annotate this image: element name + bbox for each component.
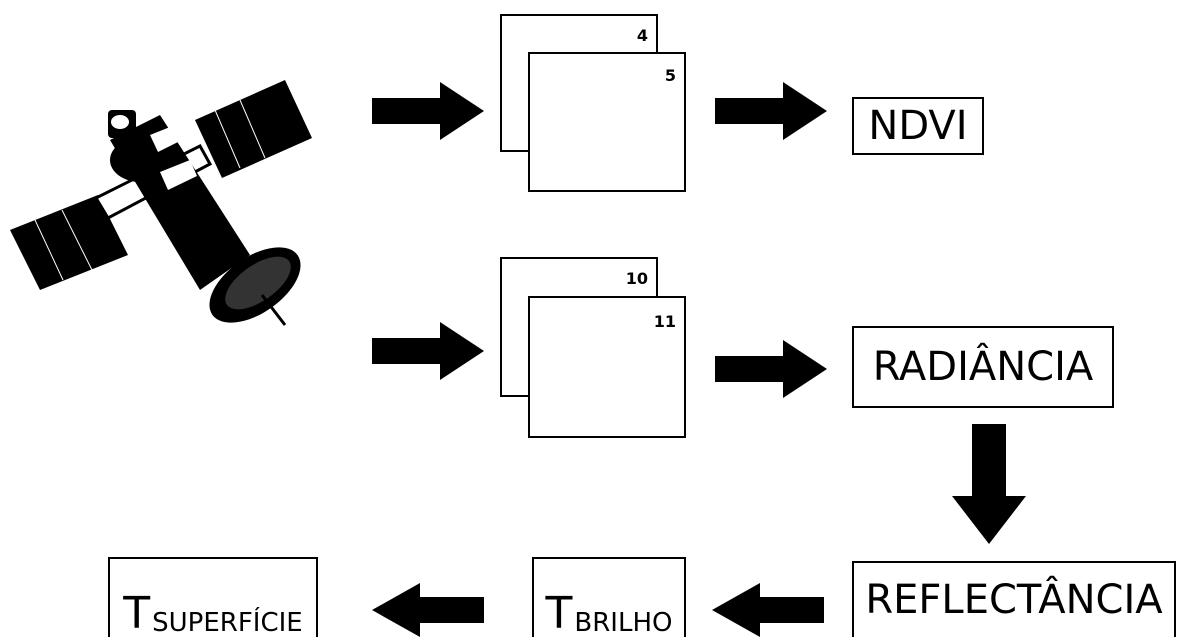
radiancia-label: RADIÂNCIA (872, 344, 1094, 390)
band-label: 10 (625, 269, 648, 288)
arrow-left-icon (372, 583, 484, 637)
t-superficie-label: T SUPERFÍCIE (123, 558, 302, 638)
t-brilho-symbol: T (545, 588, 573, 639)
band-card-front: 5 (528, 52, 686, 192)
band-card-front: 11 (528, 296, 686, 438)
arrow-right-icon (372, 82, 484, 140)
t-brilho-box: T BRILHO (532, 557, 686, 637)
ndvi-box: NDVI (852, 97, 984, 155)
arrow-right-icon (715, 340, 827, 398)
t-brilho-subscript: BRILHO (574, 608, 673, 638)
reflectancia-box: REFLECTÂNCIA (852, 561, 1176, 637)
arrow-down-icon (952, 424, 1026, 544)
t-superficie-symbol: T (123, 588, 151, 639)
arrow-right-icon (715, 82, 827, 140)
band-label: 4 (636, 26, 648, 45)
arrow-right-icon (372, 322, 484, 380)
t-brilho-label: T BRILHO (546, 558, 673, 638)
band-label: 5 (664, 66, 676, 85)
satellite-icon (10, 80, 312, 326)
radiancia-box: RADIÂNCIA (852, 326, 1114, 408)
arrow-left-icon (712, 583, 824, 637)
band-label: 11 (653, 312, 676, 331)
t-superficie-subscript: SUPERFÍCIE (152, 608, 303, 638)
ndvi-label: NDVI (868, 103, 968, 149)
reflectancia-label: REFLECTÂNCIA (865, 577, 1163, 623)
t-superficie-box: T SUPERFÍCIE (108, 557, 318, 637)
